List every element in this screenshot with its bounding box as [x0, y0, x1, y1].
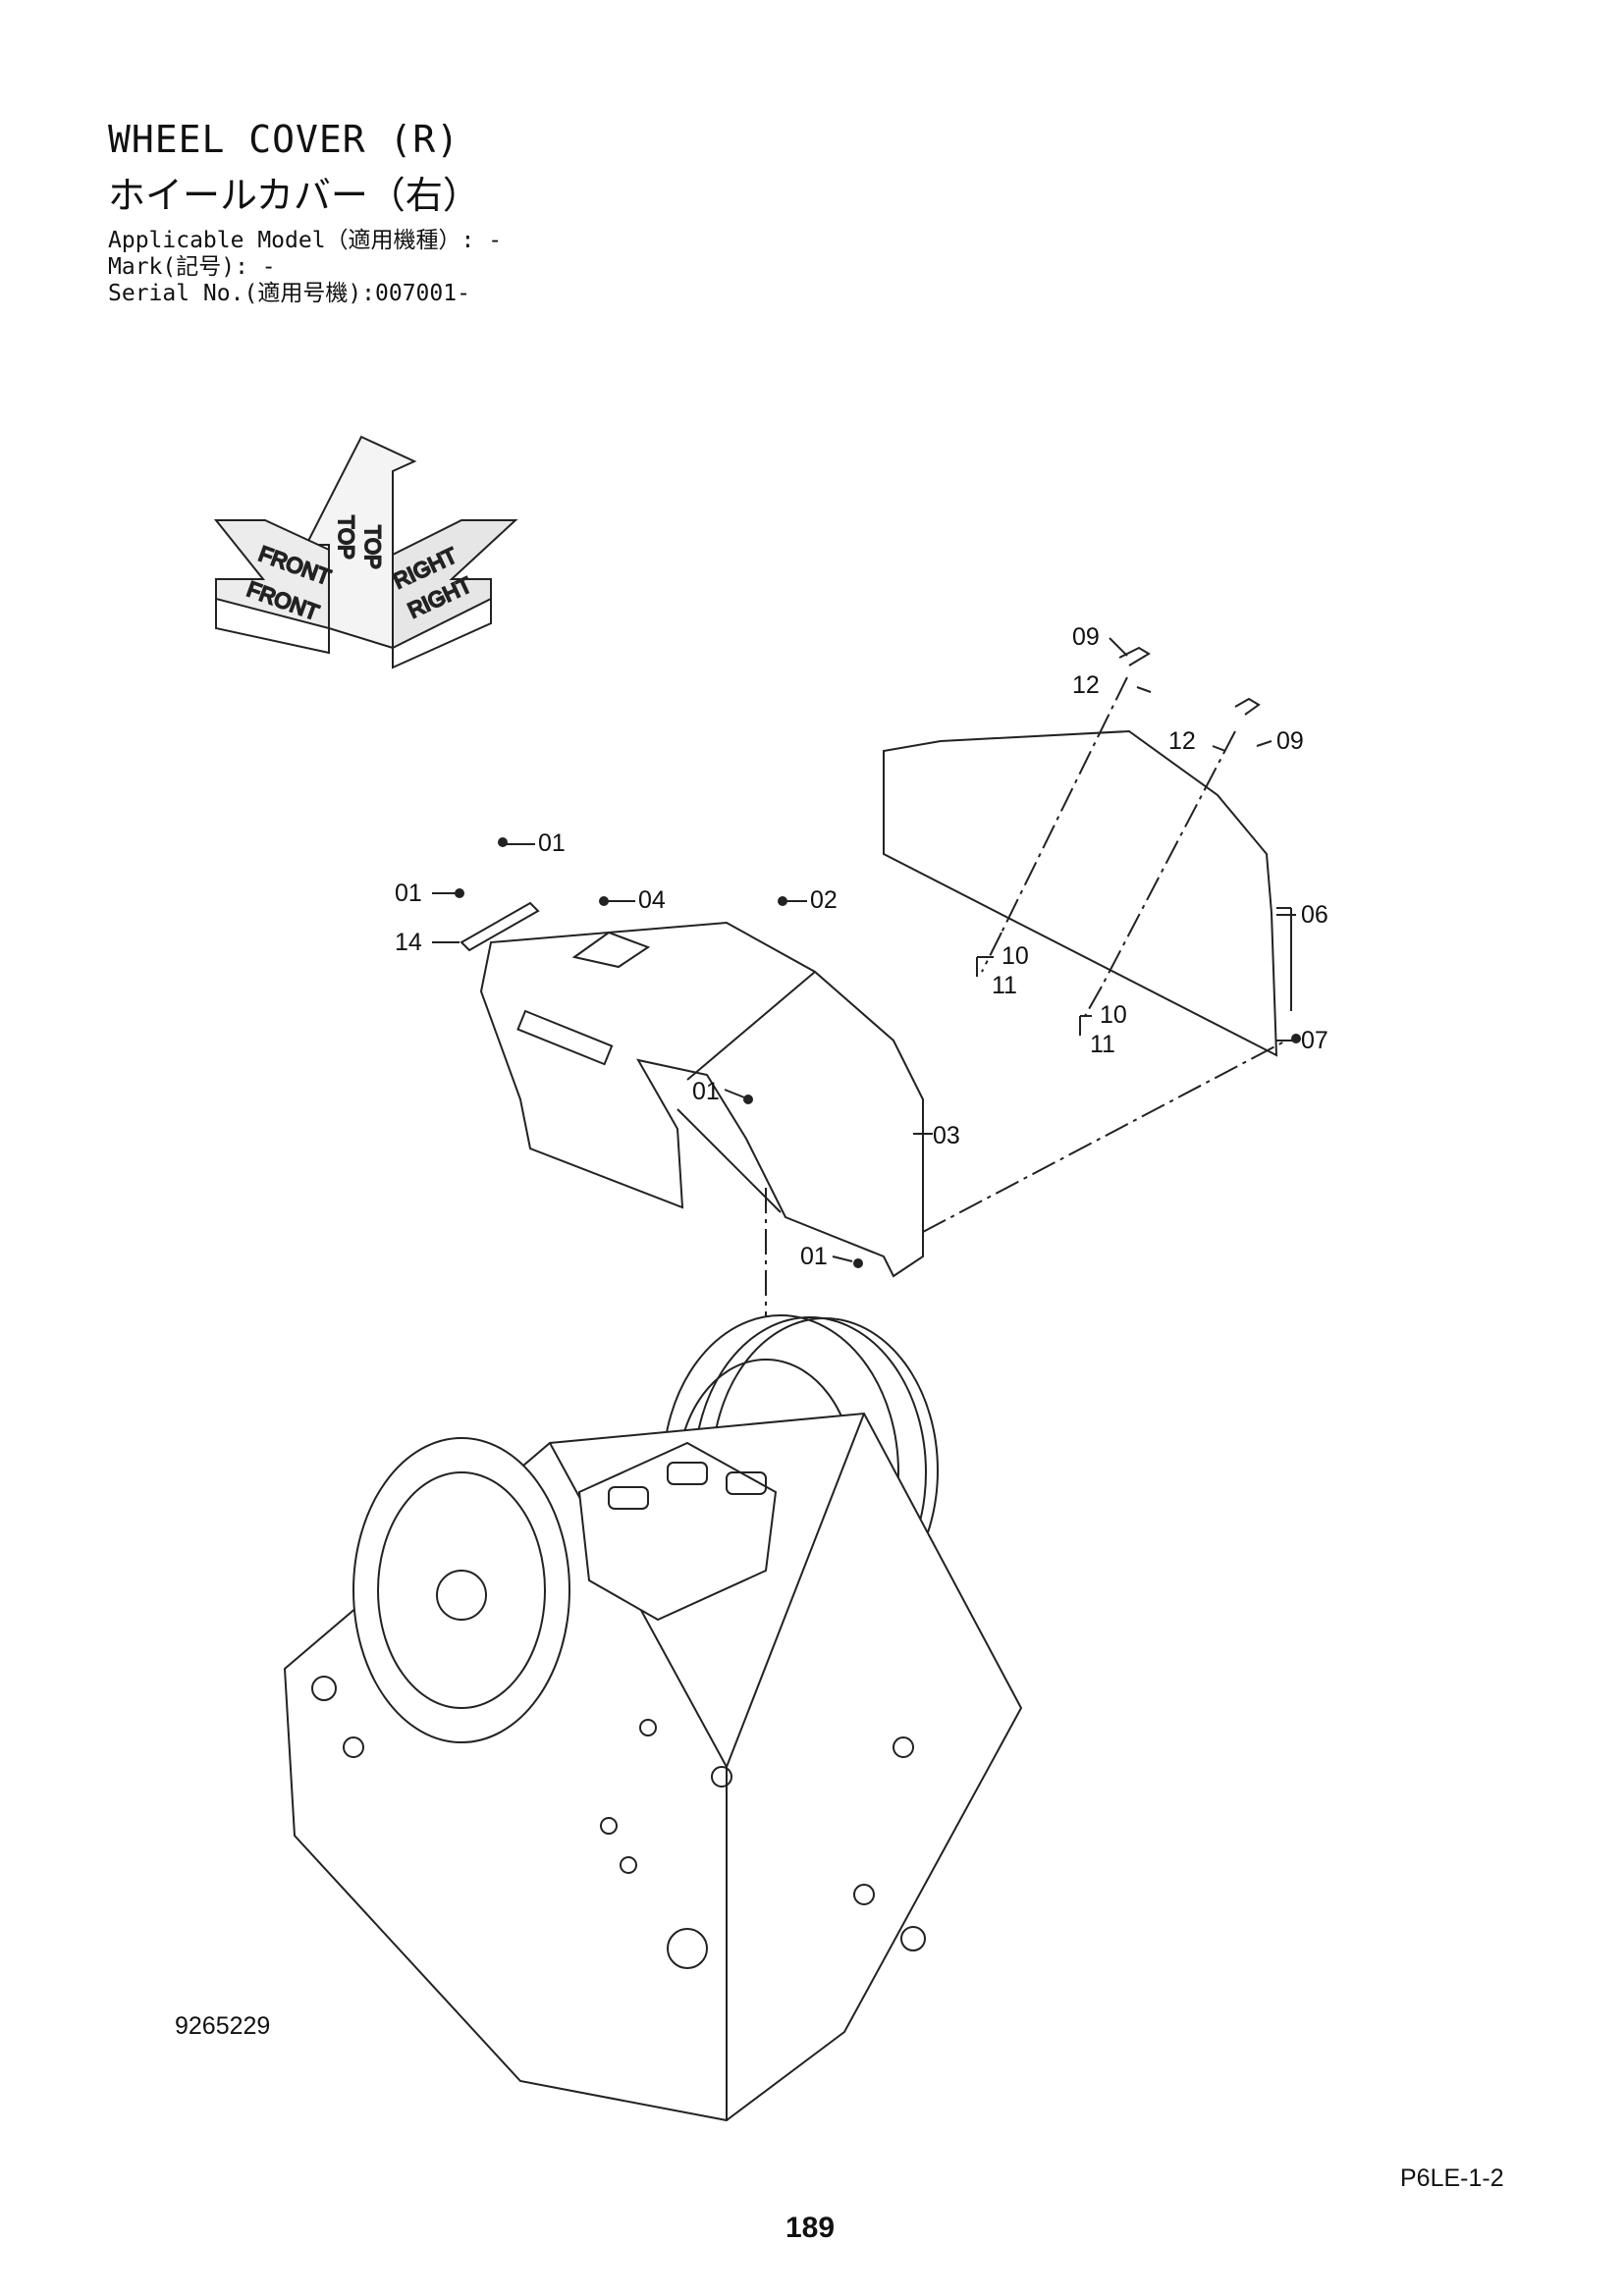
document-number: 9265229 [175, 2012, 271, 2040]
callout-01-inner: 01 [692, 1078, 720, 1105]
callout-01-lower: 01 [800, 1243, 828, 1270]
screws [455, 837, 1301, 1268]
stay-rods [1001, 646, 1261, 988]
axis-label-top-2: TOP [360, 525, 385, 569]
serial-number: Serial No.(適用号機):007001- [108, 281, 470, 306]
page-code: P6LE-1-2 [1400, 2164, 1504, 2192]
callout-11-left: 11 [992, 972, 1017, 999]
callout-09-left: 09 [1072, 623, 1100, 651]
mark: Mark(記号): - [108, 254, 276, 280]
callout-10-right: 10 [1100, 1001, 1127, 1029]
axis-label-top: TOP [334, 515, 358, 560]
small-bracket [460, 901, 540, 952]
callout-01-bracket: 01 [395, 880, 422, 907]
callout-07: 07 [1301, 1027, 1328, 1054]
page-title: WHEEL COVER (R) [108, 118, 460, 161]
page-title-japanese: ホイールカバー（右） [108, 174, 480, 217]
callout-11-right: 11 [1090, 1031, 1115, 1058]
page-number: 189 [785, 2212, 836, 2244]
callout-09-right: 09 [1276, 727, 1304, 755]
orientation-arrows-icon: TOP TOP FRONT FRONT RIGHT RIGHT [213, 435, 518, 669]
callout-01-top: 01 [538, 829, 566, 857]
callout-12-left: 12 [1072, 671, 1100, 699]
callout-02: 02 [810, 886, 838, 914]
callout-14: 14 [395, 929, 422, 956]
rear-cover-panel [883, 729, 1292, 1057]
callout-03: 03 [933, 1122, 960, 1149]
applicable-model: Applicable Model（適用機種）: - [108, 228, 503, 253]
callout-04: 04 [638, 886, 666, 914]
callout-10-left: 10 [1001, 942, 1029, 970]
main-wheel-cover [479, 921, 924, 1278]
callout-06: 06 [1301, 901, 1328, 929]
assembly-phantom-lines [765, 932, 1287, 1325]
callout-12-right: 12 [1168, 727, 1196, 755]
crusher-assembly [283, 1314, 1023, 2122]
